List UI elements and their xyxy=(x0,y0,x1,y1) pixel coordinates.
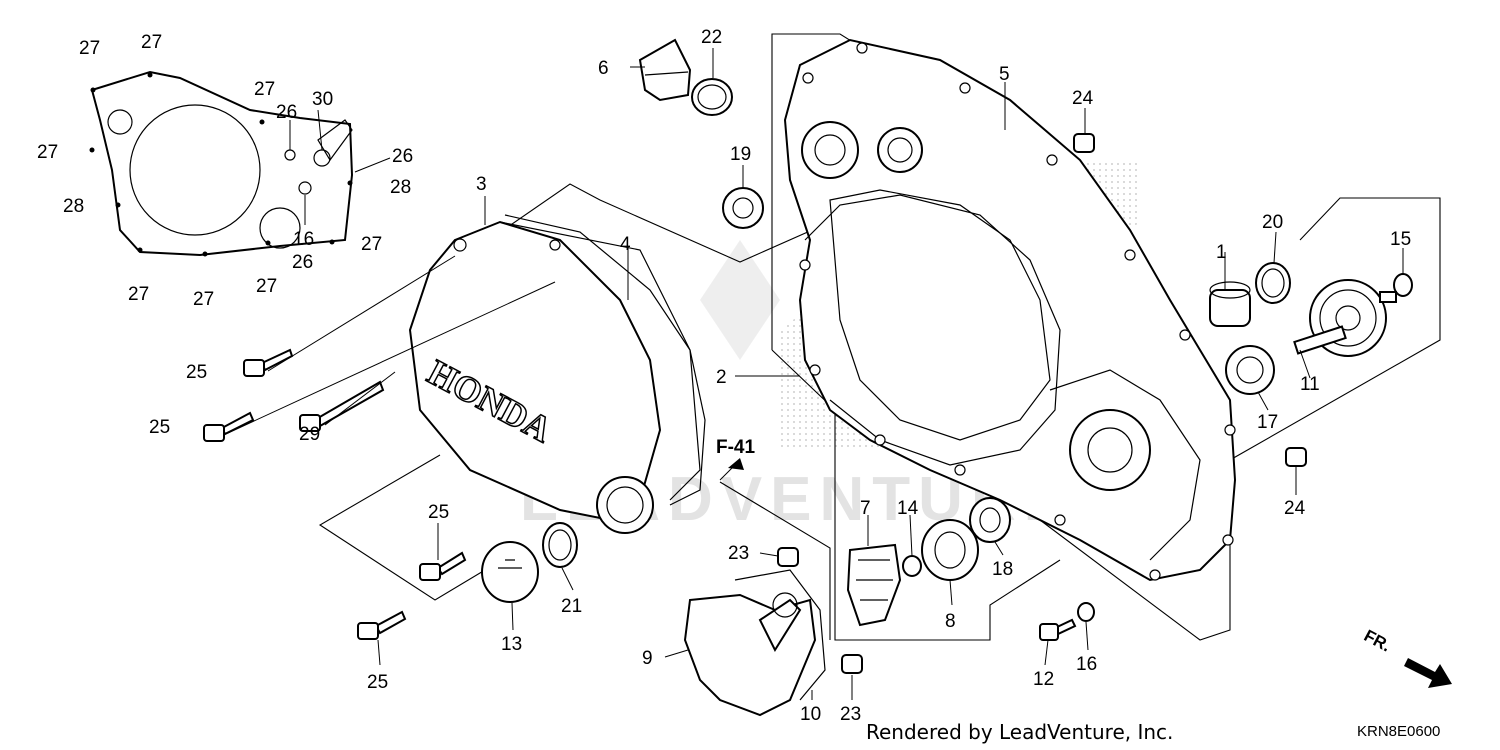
callout-18: 18 xyxy=(992,559,1013,580)
plug-13 xyxy=(481,541,539,603)
o-ring-20 xyxy=(1255,262,1291,304)
callout-10: 10 xyxy=(800,704,821,725)
bolt-25-c xyxy=(419,551,467,581)
callout-14: 14 xyxy=(897,498,919,519)
callouts: 1 2 3 4 5 6 7 8 9 10 11 12 13 14 15 16 1… xyxy=(37,27,1411,725)
callout-24: 24 xyxy=(1072,88,1094,109)
seal-19 xyxy=(722,187,764,229)
arrow-icon xyxy=(1404,658,1452,688)
reference-f41[interactable]: F-41 xyxy=(716,437,756,470)
exploded-box-lines xyxy=(318,33,1441,641)
callout-11: 11 xyxy=(1300,374,1320,395)
impeller-7 xyxy=(846,543,902,627)
callout-2: 2 xyxy=(716,367,727,388)
callout-27d: 27 xyxy=(37,142,58,163)
callout-27g: 27 xyxy=(256,276,277,297)
o-ring-22 xyxy=(691,78,733,116)
callout-27h: 27 xyxy=(361,234,382,255)
callout-3: 3 xyxy=(476,174,487,195)
gasket-4 xyxy=(504,214,706,506)
callout-25b: 25 xyxy=(149,417,170,438)
front-direction-indicator: FR. xyxy=(1361,626,1452,688)
washer-14 xyxy=(902,555,922,577)
reference-label[interactable]: F-41 xyxy=(716,437,756,458)
water-pump-cover-9 xyxy=(683,592,817,717)
direction-label: FR. xyxy=(1361,626,1394,656)
collar-1 xyxy=(1209,281,1251,327)
callout-7: 7 xyxy=(860,498,871,519)
callout-23: 23 xyxy=(728,543,749,564)
callout-1: 1 xyxy=(1216,242,1227,263)
bolt-25-d xyxy=(357,610,407,640)
callout-15: 15 xyxy=(1390,229,1411,250)
callout-6: 6 xyxy=(598,58,609,79)
outer-cover-3: HONDA xyxy=(408,220,701,534)
bolt-25-a xyxy=(243,348,294,377)
callout-24b: 24 xyxy=(1284,498,1306,519)
callout-8: 8 xyxy=(945,611,956,632)
callout-27e: 27 xyxy=(128,284,149,305)
callout-22: 22 xyxy=(701,27,722,48)
callout-27: 27 xyxy=(79,38,100,59)
bearing-17 xyxy=(1225,345,1275,395)
callout-13: 13 xyxy=(501,634,522,655)
callout-12: 12 xyxy=(1033,669,1054,690)
callout-16b: 16 xyxy=(1076,654,1097,675)
callout-20: 20 xyxy=(1262,212,1283,233)
callout-28: 28 xyxy=(63,196,84,217)
o-ring-10 xyxy=(734,569,826,701)
callout-25d: 25 xyxy=(367,672,388,693)
callout-25c: 25 xyxy=(428,502,449,523)
credit-text: Rendered by LeadVenture, Inc. xyxy=(866,720,1173,744)
callout-21: 21 xyxy=(561,596,582,617)
leader-lines xyxy=(227,48,1404,700)
pump-shaft-gear-11 xyxy=(1293,279,1397,357)
callout-27f: 27 xyxy=(193,289,214,310)
bolt-12 xyxy=(1039,618,1077,641)
diagram-code: KRN8E0600 xyxy=(1357,723,1440,740)
callout-25: 25 xyxy=(186,362,207,383)
crankcase-cover-5 xyxy=(783,38,1237,582)
bolt-25-b xyxy=(203,411,255,442)
callout-27c: 27 xyxy=(254,79,275,100)
o-ring-21 xyxy=(542,522,578,568)
bolts xyxy=(203,348,1095,641)
callout-26c: 26 xyxy=(292,252,313,273)
gasket-28 xyxy=(89,70,354,257)
callout-23b: 23 xyxy=(840,704,861,725)
washer-16 xyxy=(1077,602,1095,622)
oil-seal-18 xyxy=(969,497,1011,543)
callout-30: 30 xyxy=(312,89,333,110)
callout-28b: 28 xyxy=(390,177,411,198)
callout-5: 5 xyxy=(999,64,1010,85)
dowels-23 xyxy=(777,547,863,674)
callout-4: 4 xyxy=(620,234,631,255)
callout-26b: 26 xyxy=(392,146,413,167)
callout-17: 17 xyxy=(1257,412,1278,433)
callout-26: 26 xyxy=(276,102,297,123)
callout-16: 16 xyxy=(293,229,314,250)
callout-9: 9 xyxy=(642,648,653,669)
seal-8 xyxy=(921,519,979,581)
callout-27b: 27 xyxy=(141,32,162,53)
oil-cap-6 xyxy=(638,38,692,102)
callout-29: 29 xyxy=(299,424,320,445)
callout-19: 19 xyxy=(730,144,751,165)
